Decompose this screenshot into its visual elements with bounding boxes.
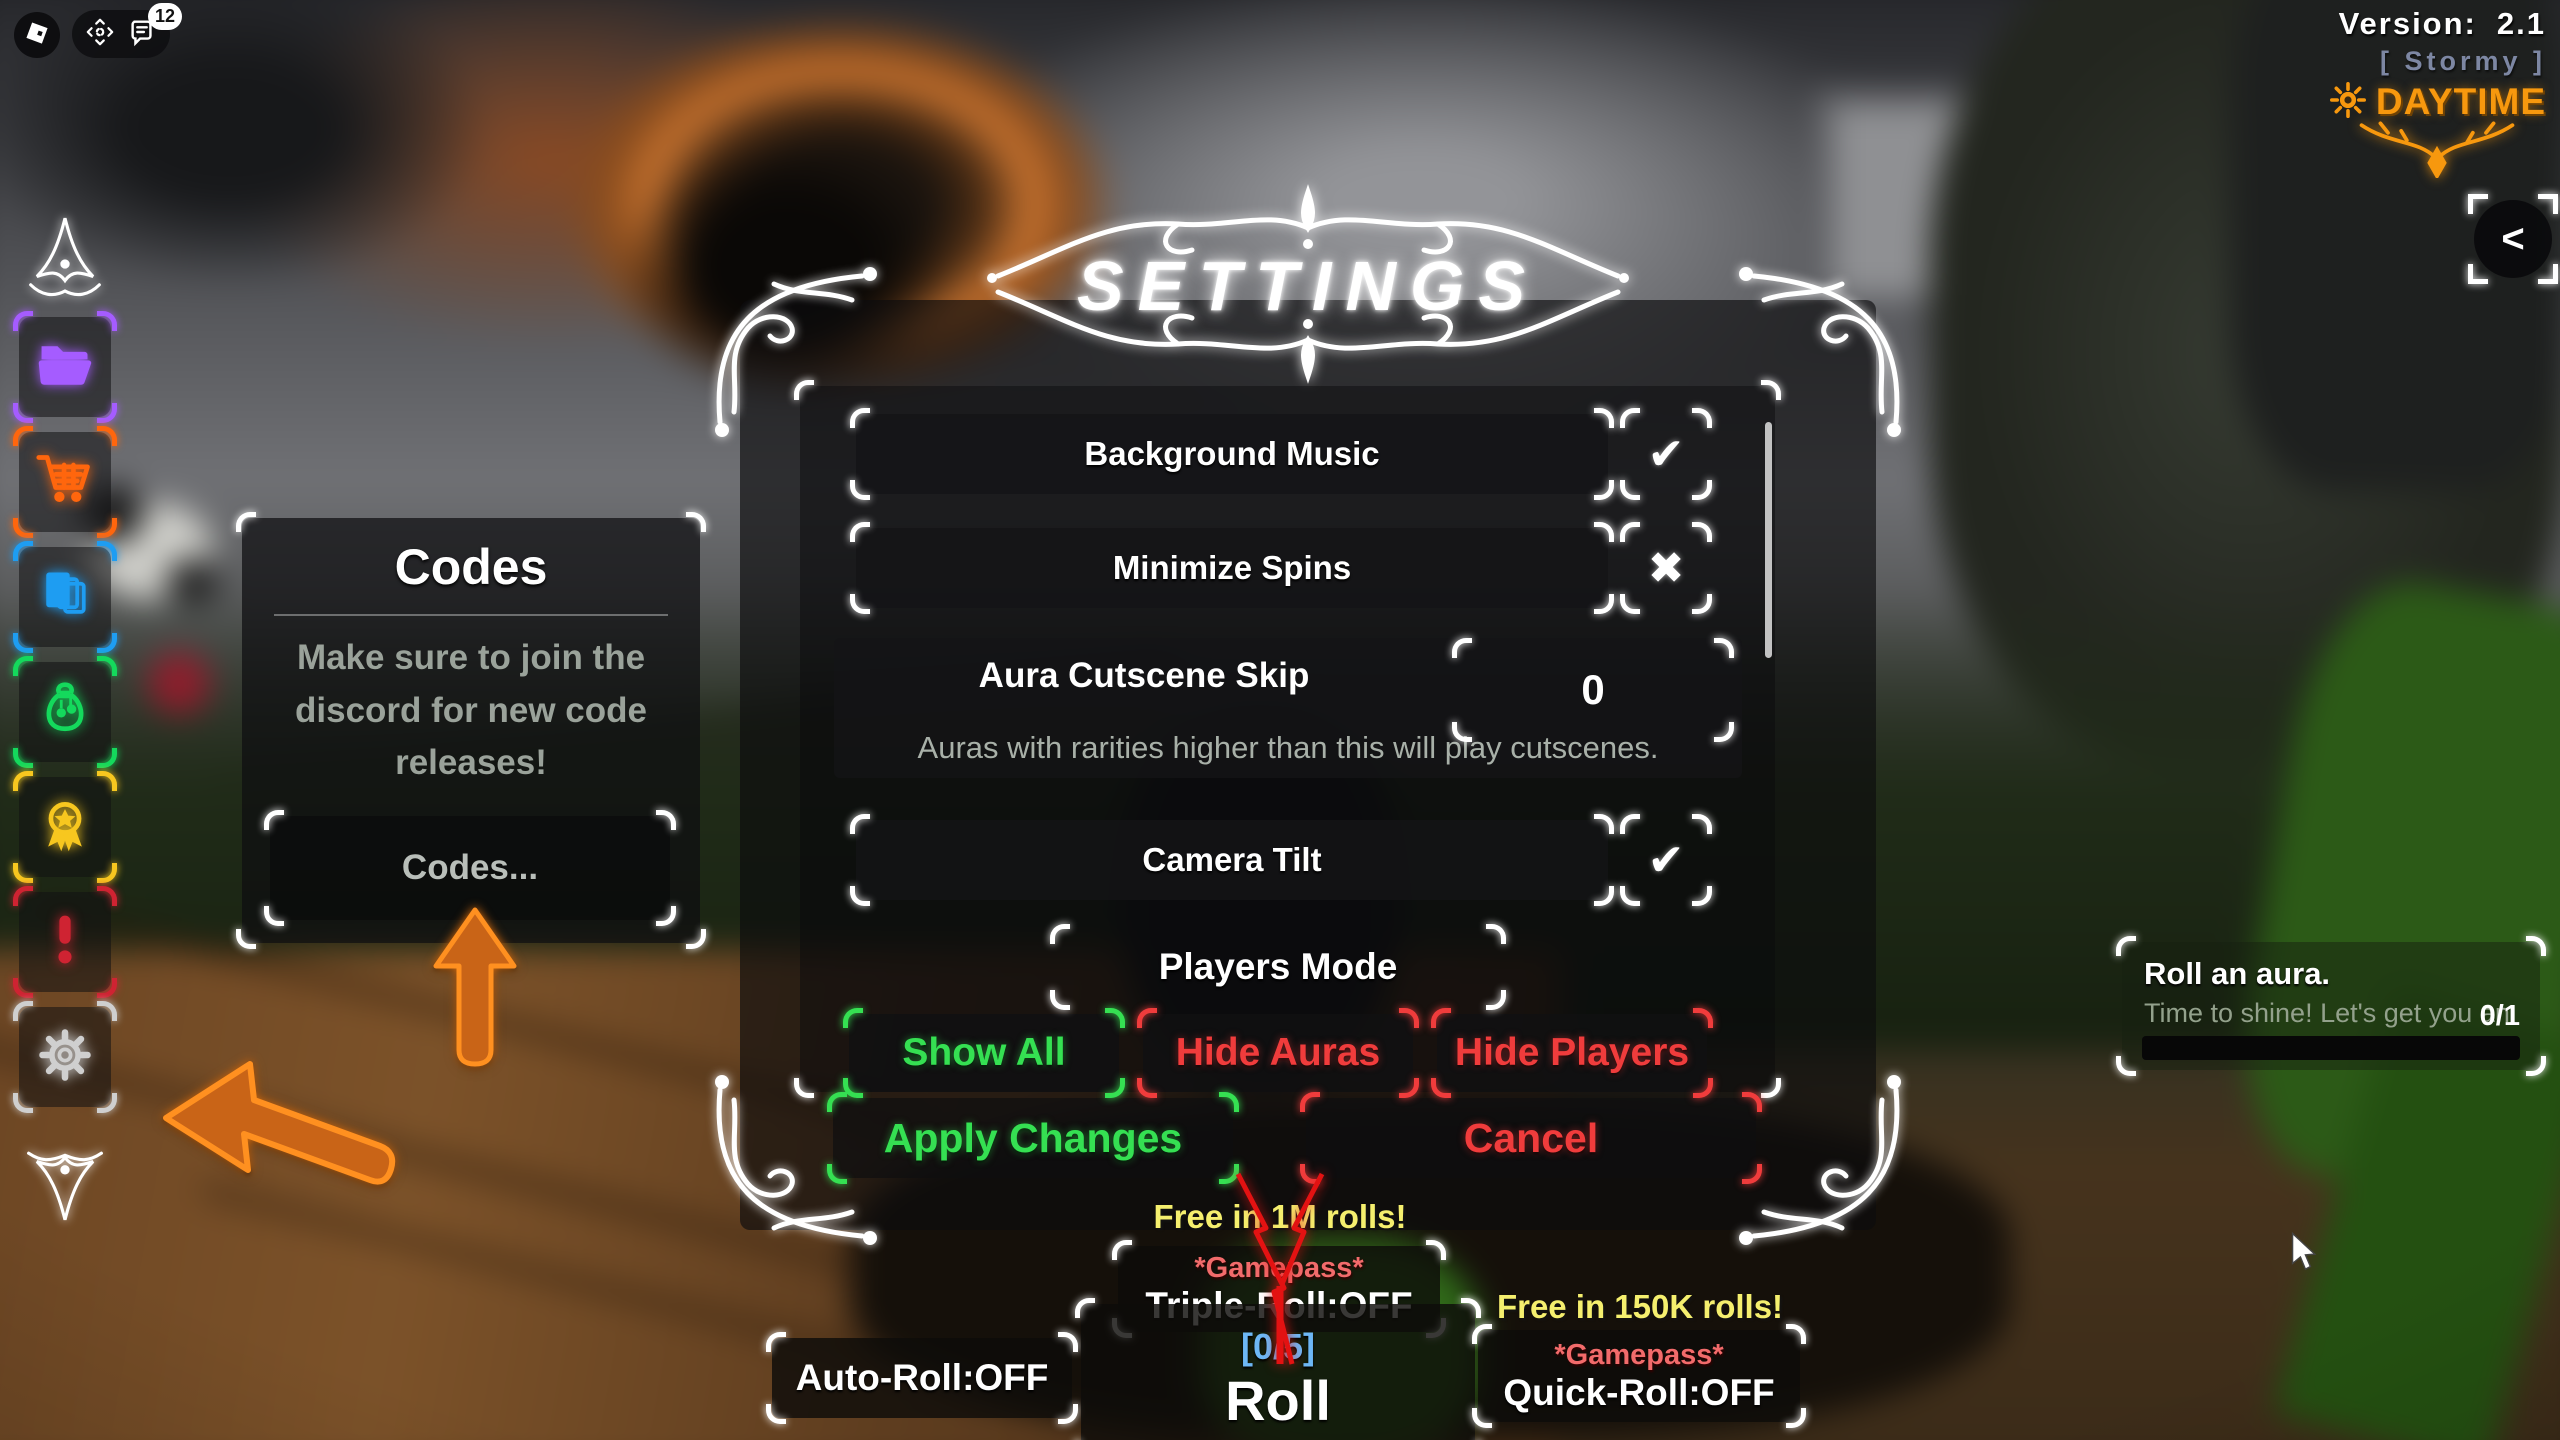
setting-row-aura-cutscene-skip: Aura Cutscene Skip 0 Auras with rarities… <box>834 638 1742 778</box>
frame-flourish <box>1739 267 1901 437</box>
roblox-menu-button[interactable] <box>14 12 60 58</box>
exclamation-icon <box>35 910 95 975</box>
frame-flourish <box>715 267 877 437</box>
sidebar-item-alerts[interactable] <box>13 886 117 998</box>
auto-roll-label: Auto-Roll:OFF <box>795 1357 1049 1398</box>
mouse-cursor <box>2291 1232 2317 1271</box>
settings-scrollbar[interactable] <box>1765 422 1772 658</box>
quest-title: Roll an aura. <box>2144 956 2331 991</box>
sidebar-item-inventory[interactable] <box>13 311 117 423</box>
triple-roll-promo: Free in 1M rolls! <box>1153 1198 1407 1235</box>
roll-label: Roll <box>1225 1368 1331 1432</box>
hud-top-right: Version:2.1 [ Stormy ] DAYTIME <box>2329 6 2546 123</box>
quest-progress: 0/1 <box>2479 1000 2520 1032</box>
title-flourish <box>987 184 1629 384</box>
setting-row-camera-tilt: Camera Tilt <box>850 814 1614 906</box>
settings-panel: SETTINGS Background Music ✔ Minimize Spi… <box>715 184 1901 1245</box>
pouch-icon <box>35 680 95 745</box>
codes-title: Codes <box>394 539 548 595</box>
tutorial-arrow-up-icon <box>433 907 517 1067</box>
codes-panel: Codes Make sure to join the discord for … <box>236 512 706 1067</box>
red-crack-decoration <box>1235 1172 1325 1365</box>
checkmark-icon: ✔ <box>1647 834 1685 886</box>
setting-label: Minimize Spins <box>1112 549 1352 586</box>
frame-flourish <box>715 1075 877 1245</box>
roblox-controls-pill: 12 <box>72 3 182 58</box>
settings-title: SETTINGS <box>1076 247 1540 325</box>
chat-badge: 12 <box>147 3 182 30</box>
setting-description: Auras with rarities higher than this wil… <box>917 730 1659 765</box>
auto-roll-button[interactable]: Auto-Roll:OFF <box>766 1332 1078 1424</box>
medal-icon <box>35 795 95 860</box>
daytime-wing-emblem <box>2359 121 2515 178</box>
chevron-left-icon: < <box>2501 216 2525 261</box>
players-mode-show-all-button[interactable]: Show All <box>843 1008 1125 1098</box>
background-music-checkbox[interactable]: ✔ <box>1620 408 1712 500</box>
aura-cutscene-skip-value[interactable]: 0 <box>1452 638 1734 742</box>
codes-description: Make sure to join the discord for new co… <box>295 638 647 782</box>
camera-tilt-checkbox[interactable]: ✔ <box>1620 814 1712 906</box>
codes-input-box <box>264 810 676 926</box>
sidebar-item-achievements[interactable] <box>13 771 117 883</box>
gamepass-tag: *Gamepass* <box>1554 1338 1724 1371</box>
setting-row-background-music: Background Music <box>850 408 1614 500</box>
sidebar-item-index[interactable] <box>13 541 117 653</box>
weather-status: [ Stormy ] <box>2379 46 2546 76</box>
quick-roll-promo: Free in 150K rolls! <box>1496 1288 1784 1325</box>
setting-label: Background Music <box>1084 435 1380 472</box>
players-mode-label: Players Mode <box>1050 924 1506 1010</box>
cart-icon <box>35 450 95 515</box>
quick-roll-label: Quick-Roll:OFF <box>1503 1371 1775 1413</box>
sidebar-item-merchant[interactable] <box>13 656 117 768</box>
time-of-day: DAYTIME <box>2329 81 2546 123</box>
roblox-logo-icon <box>24 20 50 51</box>
minimize-spins-checkbox[interactable]: ✖ <box>1620 522 1712 614</box>
sidebar-item-shop[interactable] <box>13 426 117 538</box>
apply-changes-button[interactable]: Apply Changes <box>827 1092 1239 1184</box>
players-mode-hide-auras-button[interactable]: Hide Auras <box>1137 1008 1419 1098</box>
quest-panel: Roll an aura. Time to shine! Let's get y… <box>2116 936 2546 1076</box>
folder-icon <box>35 335 95 400</box>
tutorial-arrow-left-icon <box>163 1061 396 1185</box>
cross-icon: ✖ <box>1647 542 1685 594</box>
sidebar-bottom-emblem <box>27 1151 103 1221</box>
codes-divider <box>274 614 668 616</box>
checkmark-icon: ✔ <box>1647 428 1685 480</box>
sidebar-top-emblem <box>29 217 101 297</box>
settings-list: Background Music ✔ Minimize Spins ✖ Aura… <box>794 380 1781 1098</box>
cancel-button[interactable]: Cancel <box>1300 1092 1762 1184</box>
gear-icon <box>35 1025 95 1090</box>
quick-roll-button[interactable]: *Gamepass* Quick-Roll:OFF <box>1472 1324 1806 1428</box>
version-text: Version:2.1 <box>2338 6 2546 41</box>
move-controls-icon[interactable] <box>85 17 115 52</box>
sun-icon <box>2329 81 2366 123</box>
collapse-sidebar-button[interactable]: < <box>2468 194 2558 284</box>
cards-icon <box>35 565 95 630</box>
setting-row-minimize-spins: Minimize Spins <box>850 522 1614 614</box>
setting-label: Aura Cutscene Skip <box>978 656 1310 695</box>
frame-flourish <box>1739 1075 1901 1245</box>
codes-input[interactable] <box>270 816 670 920</box>
players-mode-hide-players-button[interactable]: Hide Players <box>1431 1008 1713 1098</box>
quest-progress-bar <box>2142 1036 2520 1060</box>
sidebar-item-settings[interactable] <box>13 1001 117 1113</box>
setting-label: Camera Tilt <box>1142 841 1322 878</box>
